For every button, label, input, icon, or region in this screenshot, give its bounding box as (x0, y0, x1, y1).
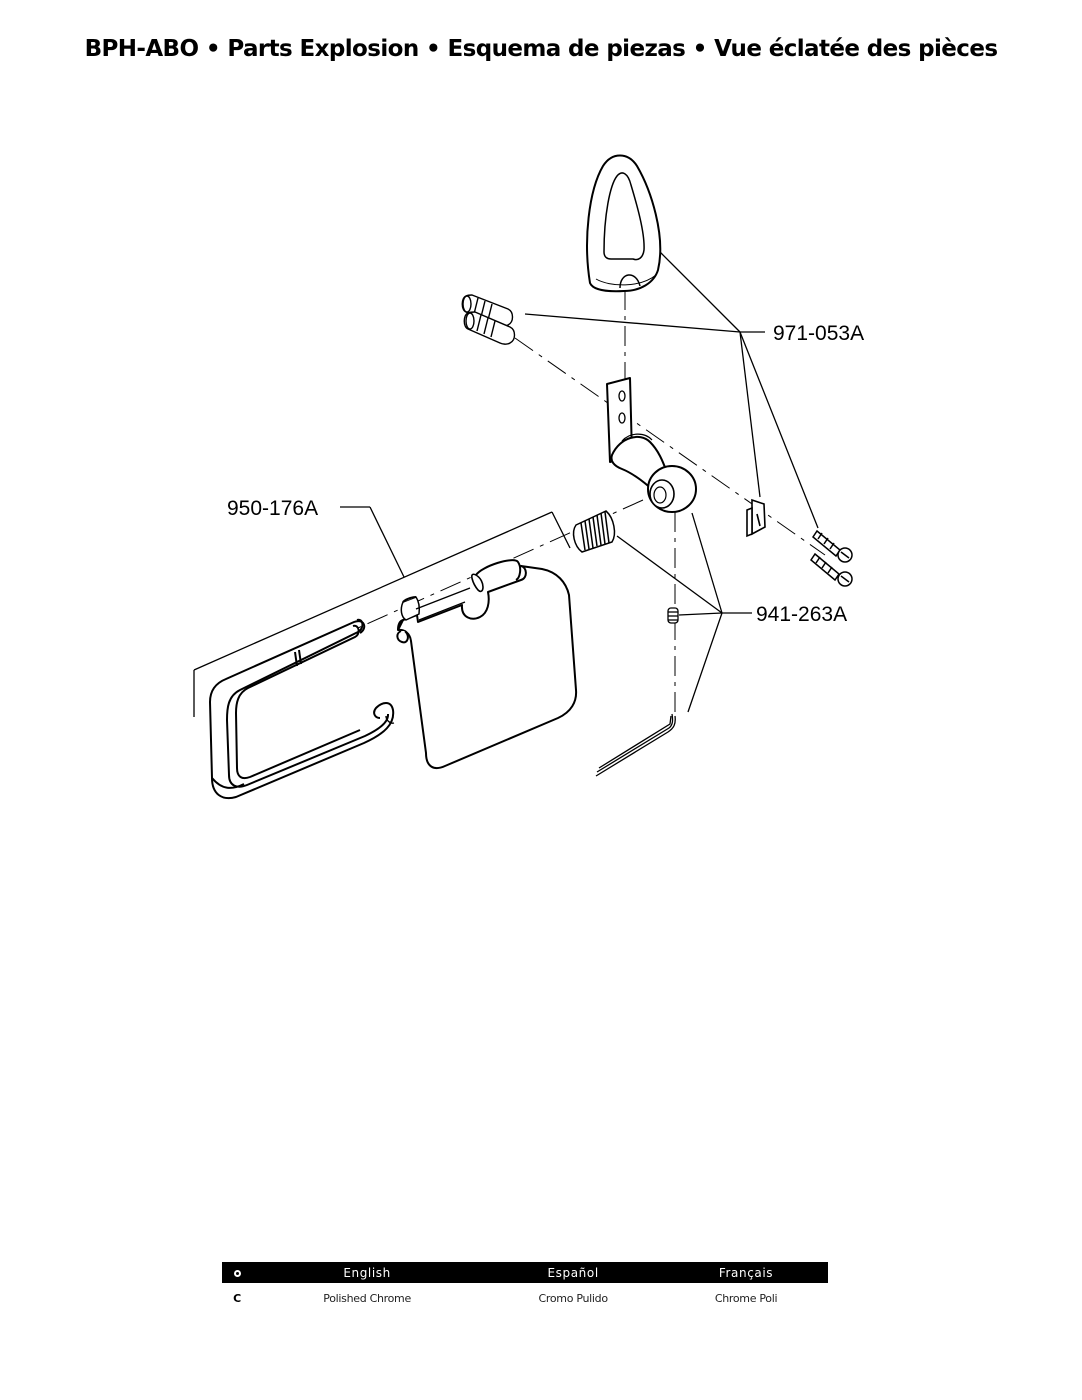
paper-cover-flap (396, 559, 578, 770)
screw-upper (812, 529, 853, 563)
hex-key (595, 713, 676, 777)
page-title: BPH-ABO • Parts Explosion • Esquema de p… (84, 36, 998, 62)
paper-holder-rod (209, 618, 395, 799)
finish-code-header (222, 1262, 252, 1283)
finish-name-espanol: Cromo Pulido (538, 1291, 608, 1305)
finish-name-english: Polished Chrome (323, 1291, 411, 1305)
cover-escutcheon (586, 154, 662, 293)
screw-lower (810, 552, 853, 587)
parts-explosion-diagram: 971-053A 950-176A 941-263A (193, 154, 864, 799)
callout-950-176a: 950-176A (227, 497, 318, 520)
mounting-bracket (606, 377, 697, 513)
finish-code: C (233, 1291, 241, 1305)
spring-insert (572, 510, 616, 553)
column-header-francais: Français (664, 1262, 828, 1283)
wall-anchor-lower (463, 311, 516, 345)
callout-971-053a: 971-053A (773, 322, 864, 345)
finish-table: English Español Français C Polished Chro… (222, 1262, 828, 1313)
mounting-clip (746, 498, 766, 538)
mounting-screws (810, 529, 853, 587)
set-screw (667, 607, 679, 624)
finish-swatch-icon (233, 1269, 241, 1277)
leader-lines (193, 251, 819, 717)
table-row: C Polished Chrome Cromo Pulido Chrome Po… (222, 1283, 828, 1313)
finish-name-francais: Chrome Poli (714, 1291, 778, 1305)
wall-anchors (461, 294, 516, 345)
finish-table-header: English Español Français (222, 1262, 828, 1283)
column-header-espanol: Español (482, 1262, 665, 1283)
callout-941-263a: 941-263A (756, 603, 847, 626)
column-header-english: English (252, 1262, 483, 1283)
